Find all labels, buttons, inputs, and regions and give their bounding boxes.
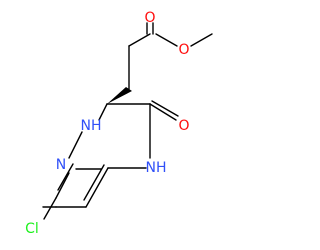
bond-c2-o-double-b <box>151 100 179 117</box>
chlorine-label: Cl <box>25 221 39 237</box>
bond-carbonyl-c-ch2 <box>128 33 151 47</box>
bond-n-c <box>55 172 70 199</box>
pyridine-nitrogen-label: N <box>56 157 66 173</box>
bond-o-carbonyl-c <box>155 33 178 47</box>
lactam-carbonyl-oxygen-label: O <box>178 118 189 134</box>
methoxy-oxygen-label: O <box>178 42 189 58</box>
ester-carbonyl-oxygen-label: O <box>144 10 155 26</box>
bond-pyridine-double <box>57 163 74 191</box>
bond-c3-nh <box>98 103 108 121</box>
bond-nh-c8a <box>68 131 83 159</box>
bond-c2-o-double-a <box>149 103 177 121</box>
ring-nh-lower-label: NH <box>146 160 167 176</box>
ring-nh-upper-label: NH <box>81 118 102 134</box>
bond-methyl-o <box>190 33 213 47</box>
stereo-wedge-bond <box>107 87 132 104</box>
bond-c-cl <box>43 197 57 220</box>
molecule-structure: O O NH O N NH Cl <box>25 10 213 237</box>
molecule-diagram: O O NH O N NH Cl <box>25 10 213 237</box>
bond-layer <box>42 22 213 220</box>
bond-c4a-c <box>85 167 109 208</box>
bond-c4a-c-double <box>83 164 105 201</box>
